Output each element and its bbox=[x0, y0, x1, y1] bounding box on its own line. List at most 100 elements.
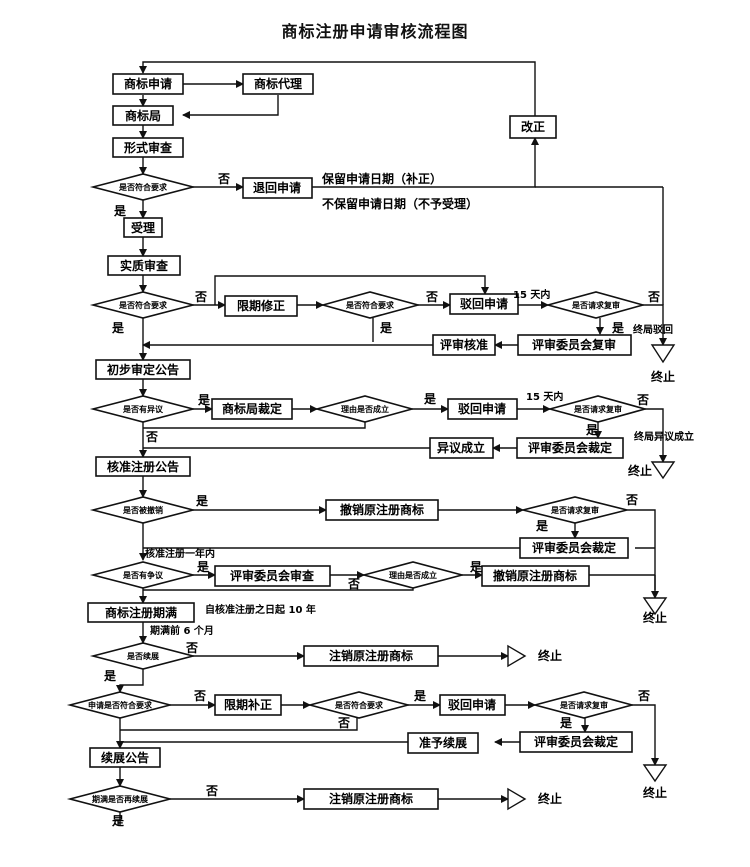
svg-text:终止: 终止 bbox=[643, 785, 667, 800]
diamond-has-dispute: 是否有争议 bbox=[89, 561, 197, 589]
svg-text:商标局: 商标局 bbox=[125, 108, 161, 123]
svg-text:终止: 终止 bbox=[538, 648, 562, 663]
terminal-end-1: 终止 bbox=[650, 344, 676, 384]
svg-text:驳回申请: 驳回申请 bbox=[460, 296, 508, 311]
box-correction: 改正 bbox=[509, 115, 557, 139]
box-cancel-registration-2: 注销原注册商标 bbox=[303, 788, 439, 810]
box-review-approval: 评审核准 bbox=[432, 334, 496, 356]
svg-text:是否符合要求: 是否符合要求 bbox=[118, 300, 168, 310]
svg-text:商标局裁定: 商标局裁定 bbox=[222, 401, 282, 416]
box-cancel-registration-1: 注销原注册商标 bbox=[303, 645, 439, 667]
svg-text:是: 是 bbox=[585, 423, 599, 437]
svg-text:是: 是 bbox=[113, 204, 127, 218]
svg-text:保留申请日期（补正）: 保留申请日期（补正） bbox=[321, 171, 442, 186]
svg-text:自核准注册之日起 10 年: 自核准注册之日起 10 年 bbox=[205, 603, 316, 616]
box-revoke-registration-2: 撤销原注册商标 bbox=[481, 565, 590, 587]
svg-text:15 天内: 15 天内 bbox=[526, 390, 563, 403]
box-office-ruling: 商标局裁定 bbox=[211, 398, 293, 420]
svg-text:是: 是 bbox=[196, 560, 210, 574]
svg-text:是: 是 bbox=[379, 321, 393, 335]
svg-text:撤销原注册商标: 撤销原注册商标 bbox=[340, 502, 424, 517]
diamond-request-reexam-1: 是否请求复审 bbox=[544, 291, 647, 319]
svg-text:评审核准: 评审核准 bbox=[440, 337, 488, 352]
diamond-request-reexam-3: 是否请求复审 bbox=[522, 496, 628, 524]
diamond-request-reexam-2: 是否请求复审 bbox=[546, 395, 649, 423]
box-committee-reexam-1: 评审委员会复审 bbox=[517, 334, 632, 356]
svg-text:否: 否 bbox=[625, 493, 638, 507]
box-committee-ruling-1: 评审委员会裁定 bbox=[516, 437, 624, 459]
box-renewal-announcement: 续展公告 bbox=[89, 747, 161, 768]
svg-text:是: 是 bbox=[111, 814, 125, 828]
svg-text:改正: 改正 bbox=[521, 119, 545, 134]
box-registration-announcement: 核准注册公告 bbox=[95, 456, 191, 477]
svg-text:是: 是 bbox=[423, 392, 437, 406]
svg-text:评审委员会审查: 评审委员会审查 bbox=[230, 568, 315, 583]
box-preliminary-announcement: 初步审定公告 bbox=[95, 359, 191, 380]
svg-text:限期修正: 限期修正 bbox=[237, 298, 285, 313]
svg-text:是: 是 bbox=[103, 669, 117, 683]
svg-text:是: 是 bbox=[111, 321, 125, 335]
box-committee-ruling-3: 评审委员会裁定 bbox=[519, 731, 633, 753]
box-return-application: 退回申请 bbox=[242, 177, 313, 199]
svg-text:是: 是 bbox=[197, 393, 211, 407]
svg-text:驳回申请: 驳回申请 bbox=[458, 401, 506, 416]
box-substantive-review: 实质审查 bbox=[107, 255, 181, 276]
terminal-end-4: 终止 bbox=[507, 644, 562, 668]
diamond-is-revoked: 是否被撤销 bbox=[89, 496, 197, 524]
box-deadline-correction: 限期修正 bbox=[224, 295, 298, 317]
box-trademark-application: 商标申请 bbox=[112, 73, 184, 95]
svg-text:商标代理: 商标代理 bbox=[254, 76, 302, 91]
svg-text:限期补正: 限期补正 bbox=[224, 697, 272, 712]
svg-text:续展公告: 续展公告 bbox=[101, 750, 149, 765]
box-reject-application-3: 驳回申请 bbox=[439, 694, 506, 716]
svg-text:否: 否 bbox=[425, 290, 438, 304]
box-trademark-office: 商标局 bbox=[112, 105, 174, 126]
chart-title: 商标注册申请审核流程图 bbox=[281, 22, 469, 41]
svg-text:受理: 受理 bbox=[131, 220, 155, 235]
svg-text:申请是否符合要求: 申请是否符合要求 bbox=[88, 700, 153, 710]
svg-text:否: 否 bbox=[337, 716, 350, 730]
svg-text:评审委员会复审: 评审委员会复审 bbox=[532, 337, 616, 352]
svg-text:评审委员会裁定: 评审委员会裁定 bbox=[534, 734, 618, 749]
svg-text:商标申请: 商标申请 bbox=[124, 76, 172, 91]
box-trademark-agent: 商标代理 bbox=[242, 73, 314, 95]
svg-text:否: 否 bbox=[194, 290, 207, 304]
svg-text:是否续展: 是否续展 bbox=[126, 651, 159, 661]
box-revoke-registration-1: 撤销原注册商标 bbox=[325, 499, 439, 521]
box-accepted: 受理 bbox=[123, 217, 163, 238]
svg-text:评审委员会裁定: 评审委员会裁定 bbox=[528, 440, 612, 455]
svg-text:是: 是 bbox=[559, 716, 573, 730]
svg-text:驳回申请: 驳回申请 bbox=[448, 697, 496, 712]
svg-text:否: 否 bbox=[637, 689, 650, 703]
svg-text:否: 否 bbox=[647, 290, 660, 304]
svg-text:是否请求复审: 是否请求复审 bbox=[571, 300, 620, 310]
svg-text:期满前 6 个月: 期满前 6 个月 bbox=[150, 624, 214, 637]
terminal-end-2: 终止 bbox=[628, 461, 676, 480]
svg-text:是否符合要求: 是否符合要求 bbox=[334, 700, 384, 710]
svg-text:是: 是 bbox=[469, 560, 483, 574]
svg-text:撤销原注册商标: 撤销原注册商标 bbox=[493, 568, 577, 583]
box-opposition-upheld: 异议成立 bbox=[429, 437, 494, 459]
edge-labels: 否 是 保留申请日期（补正） 不保留申请日期（不予受理） 否 是 否 是 15 … bbox=[103, 171, 694, 828]
svg-text:是: 是 bbox=[535, 519, 549, 533]
diamond-renew: 是否续展 bbox=[89, 642, 197, 670]
diamond-renew-again: 期满是否再续展 bbox=[66, 785, 174, 813]
svg-text:否: 否 bbox=[145, 430, 158, 444]
svg-text:是否有异议: 是否有异议 bbox=[122, 404, 164, 414]
connector-lines bbox=[116, 61, 667, 826]
diamond-reason-valid-2: 理由是否成立 bbox=[360, 561, 466, 589]
svg-text:是: 是 bbox=[611, 321, 625, 335]
svg-text:否: 否 bbox=[185, 641, 198, 655]
box-renewal-approved: 准予续展 bbox=[407, 732, 479, 754]
svg-text:否: 否 bbox=[636, 393, 649, 407]
svg-text:初步审定公告: 初步审定公告 bbox=[107, 362, 179, 377]
svg-text:是否符合要求: 是否符合要求 bbox=[345, 300, 395, 310]
svg-text:终止: 终止 bbox=[628, 463, 652, 478]
box-registration-expiry: 商标注册期满 bbox=[87, 602, 195, 623]
svg-text:是否请求复审: 是否请求复审 bbox=[559, 700, 608, 710]
svg-text:终局异议成立: 终局异议成立 bbox=[634, 430, 694, 443]
box-reject-application-2: 驳回申请 bbox=[447, 398, 518, 420]
box-formal-review: 形式审查 bbox=[112, 137, 184, 158]
svg-text:是否被撤销: 是否被撤销 bbox=[122, 505, 163, 515]
svg-text:注销原注册商标: 注销原注册商标 bbox=[329, 791, 413, 806]
